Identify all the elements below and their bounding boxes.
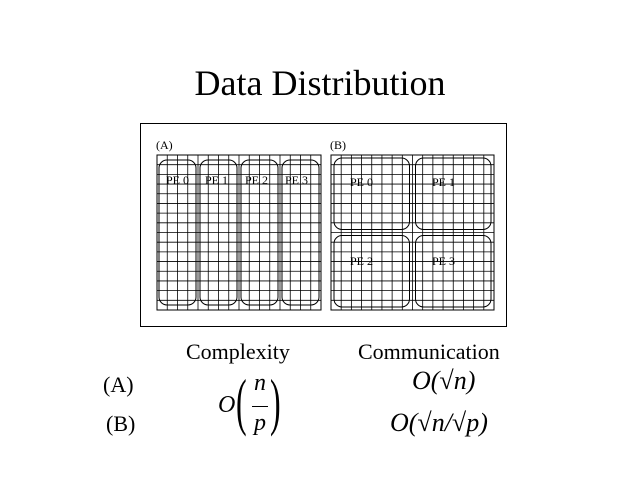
denominator: p	[254, 410, 266, 436]
left-paren: (	[236, 366, 247, 437]
numerator: n	[254, 370, 266, 396]
partition-a-2	[240, 159, 279, 306]
pe-label-b3: PE 3	[432, 254, 455, 268]
communication-b: O(√n/√p)	[390, 408, 488, 437]
pe-label-b0: PE 0	[350, 175, 373, 189]
partition-a-0	[158, 159, 197, 306]
partition-b-2	[333, 235, 410, 308]
complexity-formula: O ( n p )	[218, 370, 288, 442]
pe-label-a3: PE 3	[285, 173, 308, 187]
data-distribution-diagram: (A) (B) PE 0 PE 1 PE 2 PE 3 PE 0 PE 1 PE…	[156, 138, 495, 311]
panel-a-label: (A)	[156, 138, 173, 152]
header-communication: Communication	[358, 339, 500, 364]
diagram-frame	[140, 123, 507, 327]
partition-b-0	[333, 157, 410, 230]
partition-a-3	[281, 159, 320, 306]
panel-b-label: (B)	[330, 138, 346, 152]
pe-label-a2: PE 2	[245, 173, 268, 187]
communication-a: O(√n)	[412, 366, 476, 395]
slide-title: Data Distribution	[194, 63, 446, 103]
pe-label-a1: PE 1	[205, 173, 228, 187]
pe-label-a0: PE 0	[166, 173, 189, 187]
grid-a	[156, 154, 322, 311]
row-label-a: (A)	[103, 372, 134, 397]
big-o: O	[218, 392, 236, 418]
partitions	[158, 157, 492, 308]
grid-b	[330, 154, 495, 311]
partition-b-1	[415, 157, 492, 230]
fraction-bar	[252, 406, 268, 407]
pe-label-b1: PE 1	[432, 175, 455, 189]
row-label-b: (B)	[106, 411, 136, 436]
partition-a-1	[199, 159, 238, 306]
header-complexity: Complexity	[186, 339, 290, 364]
pe-label-b2: PE 2	[350, 254, 373, 268]
partition-b-3	[415, 235, 492, 308]
right-paren: )	[270, 366, 281, 437]
